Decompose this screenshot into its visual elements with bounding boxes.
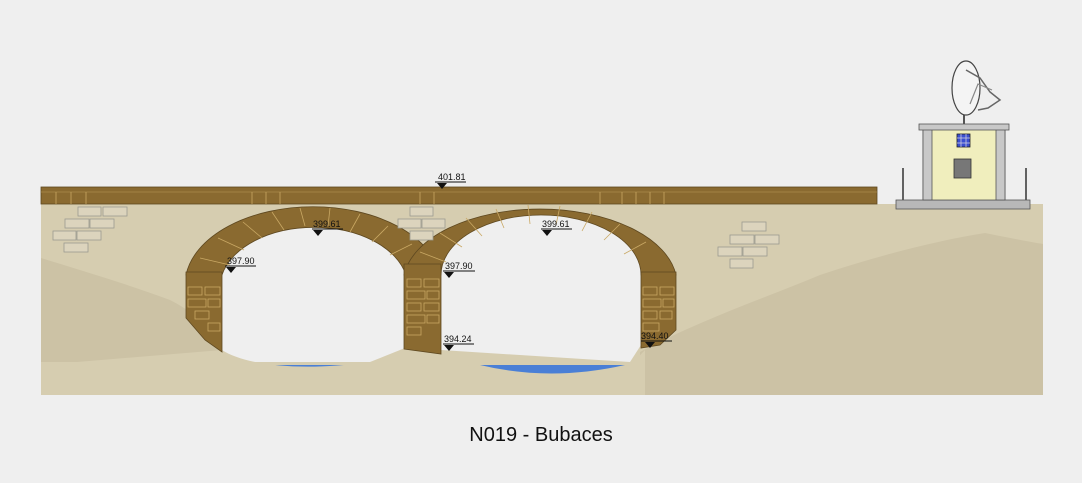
elevation-label-springing-pier: 397.90 — [445, 261, 473, 271]
gauging-station-hut — [895, 123, 1031, 210]
hut-window — [956, 133, 971, 148]
right-arch-opening — [441, 215, 641, 362]
elevation-marker-springing-pier: 397.90 — [443, 261, 475, 278]
satellite-dish-icon — [951, 60, 1002, 124]
spandrel-bricks — [52, 206, 780, 269]
water-right — [480, 365, 625, 374]
left-hillside — [41, 258, 240, 362]
elevation-marker-water-left: 394.24 — [443, 334, 474, 351]
elevation-marker-springing-left: 397.90 — [225, 256, 256, 273]
level-triangle-icon — [437, 183, 447, 189]
elevation-label-water-right: 394.40 — [641, 331, 669, 341]
level-triangle-icon — [226, 267, 236, 273]
right-abutment — [640, 271, 677, 349]
level-triangle-icon — [645, 342, 655, 348]
level-triangle-icon — [444, 272, 454, 278]
elevation-label-crown-right: 399.61 — [542, 219, 570, 229]
left-arch-opening — [222, 208, 406, 362]
level-triangle-icon — [313, 230, 323, 236]
elevation-marker-crown-left: 399.61 — [312, 219, 343, 236]
right-hillside — [640, 233, 1043, 395]
elevation-label-springing-left: 397.90 — [227, 256, 255, 266]
elevation-marker-crown-right: 399.61 — [541, 219, 572, 236]
level-triangle-icon — [542, 230, 552, 236]
riverbed — [41, 348, 645, 395]
elevation-marker-deck: 401.81 — [435, 172, 466, 189]
bridge-deck — [40, 186, 878, 205]
elevation-marker-water-right: 394.40 — [641, 331, 672, 348]
elevation-label-water-left: 394.24 — [444, 334, 472, 344]
station-title: N019 - Bubaces — [469, 424, 613, 446]
left-abutment — [185, 271, 223, 353]
level-triangle-icon — [444, 345, 454, 351]
center-pier — [403, 263, 442, 355]
elevation-label-crown-left: 399.61 — [313, 219, 341, 229]
elevation-label-deck: 401.81 — [438, 172, 466, 182]
